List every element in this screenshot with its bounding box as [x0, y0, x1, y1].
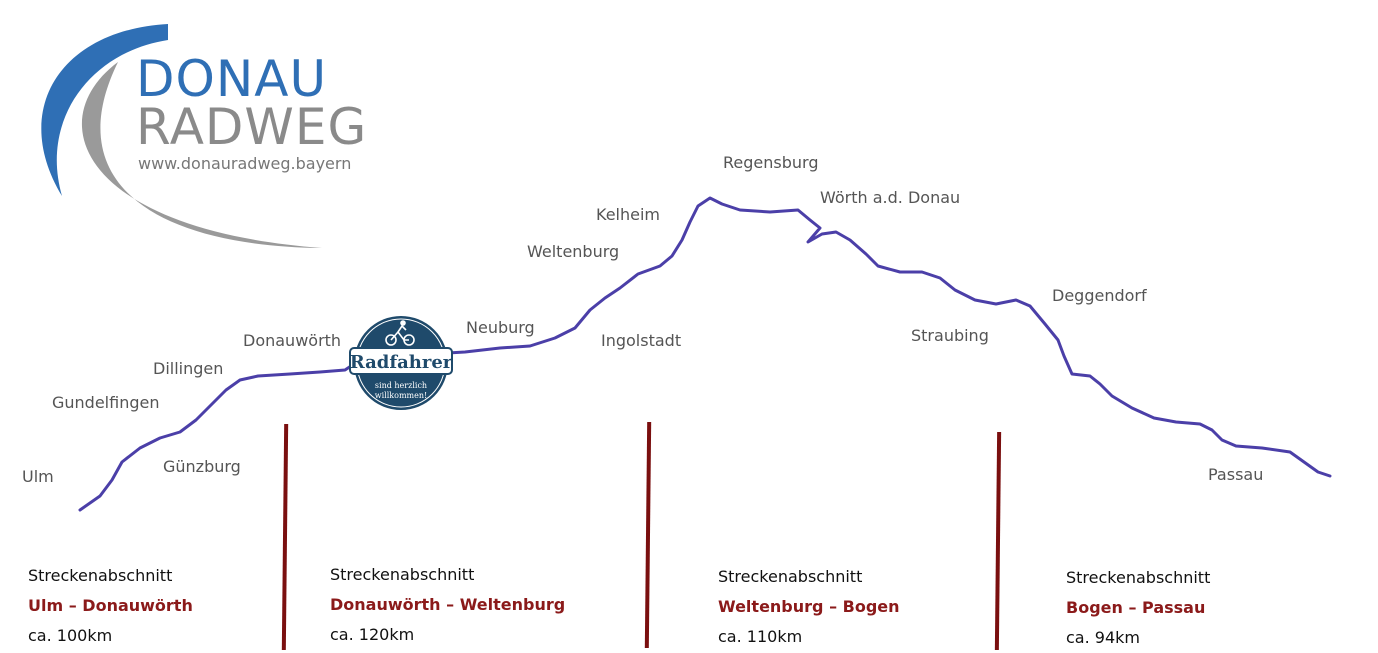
city-label-neuburg: Neuburg — [466, 318, 535, 337]
city-label-dillingen: Dillingen — [153, 359, 224, 378]
badge-main-text: Radfahrer — [350, 352, 453, 373]
badge-sub-text-2: willkommen! — [375, 391, 427, 400]
section-ulm-donauwoerth: Streckenabschnitt Ulm – Donauwörth ca. 1… — [28, 561, 193, 651]
city-label-donauwoerth: Donauwörth — [243, 331, 342, 350]
section-distance: ca. 94km — [1066, 628, 1140, 647]
city-label-weltenburg: Weltenburg — [527, 242, 620, 261]
logo-blue-swoosh — [41, 24, 168, 196]
section-label: Streckenabschnitt — [330, 565, 475, 584]
section-label: Streckenabschnitt — [718, 567, 863, 586]
city-label-regensburg: Regensburg — [723, 153, 819, 172]
section-route: Bogen – Passau — [1066, 598, 1206, 617]
logo-title-donau: DONAU — [136, 50, 328, 108]
section-route: Donauwörth – Weltenburg — [330, 595, 566, 614]
logo-title-radweg: RADWEG — [136, 98, 368, 156]
city-label-passau: Passau — [1208, 465, 1264, 484]
section-distance: ca. 120km — [330, 625, 415, 644]
cyclist-icon — [385, 320, 415, 346]
section-route: Weltenburg – Bogen — [718, 597, 900, 616]
section-donauwoerth-weltenburg: Streckenabschnitt Donauwörth – Weltenbur… — [330, 560, 565, 650]
logo-url: www.donauradweg.bayern — [138, 154, 352, 173]
danube-river — [78, 196, 1332, 512]
city-label-ingolstadt: Ingolstadt — [601, 331, 682, 350]
section-weltenburg-bogen: Streckenabschnitt Weltenburg – Bogen ca.… — [718, 562, 900, 652]
city-label-woerth: Wörth a.d. Donau — [820, 188, 961, 207]
section-distance: ca. 100km — [28, 626, 113, 645]
city-label-deggendorf: Deggendorf — [1052, 286, 1147, 305]
section-label: Streckenabschnitt — [1066, 568, 1211, 587]
section-bogen-passau: Streckenabschnitt Bogen – Passau ca. 94k… — [1066, 563, 1210, 653]
badge-sub-text-1: sind herzlich — [375, 381, 427, 390]
section-distance: ca. 110km — [718, 627, 803, 646]
city-label-gundelfingen: Gundelfingen — [52, 393, 160, 412]
section-route: Ulm – Donauwörth — [28, 596, 193, 615]
radfahrer-badge: Radfahrer sind herzlich willkommen! — [349, 314, 453, 412]
city-label-ulm: Ulm — [22, 467, 54, 486]
city-label-guenzburg: Günzburg — [163, 457, 241, 476]
city-label-kelheim: Kelheim — [596, 205, 660, 224]
logo-gray-swoosh — [81, 62, 322, 248]
section-label: Streckenabschnitt — [28, 566, 173, 585]
city-label-straubing: Straubing — [911, 326, 989, 345]
